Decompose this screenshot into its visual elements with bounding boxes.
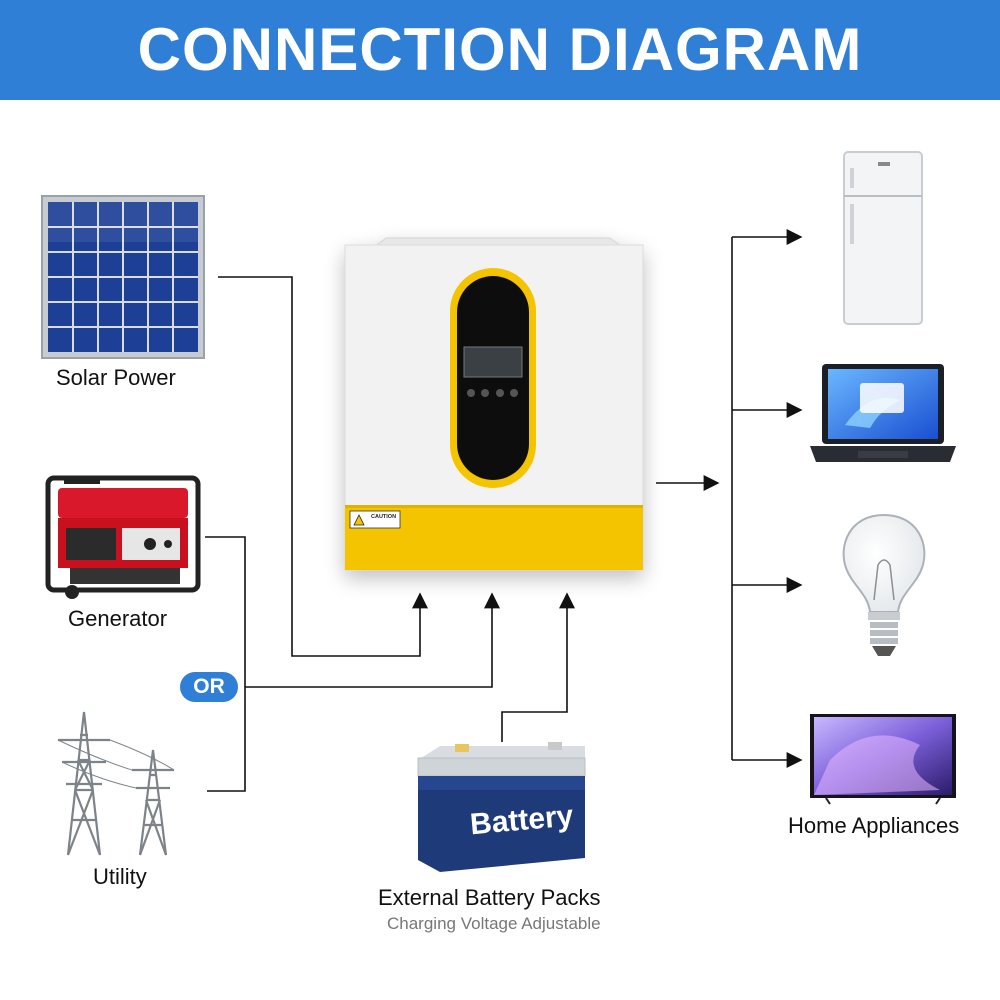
header-banner — [0, 0, 1000, 100]
output-connectors — [656, 229, 803, 768]
input-connectors — [205, 276, 575, 792]
laptop-icon — [810, 364, 956, 462]
generator-icon — [45, 475, 201, 599]
page-title: CONNECTION DIAGRAM — [137, 16, 863, 83]
tv-icon — [810, 714, 956, 805]
or-badge: OR — [180, 672, 238, 702]
inverter-unit — [344, 237, 644, 571]
caution-label: CAUTION — [371, 514, 396, 520]
battery-sublabel: Charging Voltage Adjustable — [387, 914, 601, 933]
utility-label: Utility — [93, 864, 147, 889]
solar-power-label: Solar Power — [56, 365, 176, 390]
light-bulb-icon — [842, 513, 926, 656]
solar-panel-icon — [41, 195, 205, 359]
battery-icon — [417, 742, 586, 872]
generator-label: Generator — [68, 606, 168, 631]
utility-tower-icon — [57, 711, 175, 856]
fridge-icon — [843, 151, 923, 325]
home-appliances-label: Home Appliances — [788, 813, 960, 838]
battery-label: External Battery Packs — [378, 885, 601, 910]
